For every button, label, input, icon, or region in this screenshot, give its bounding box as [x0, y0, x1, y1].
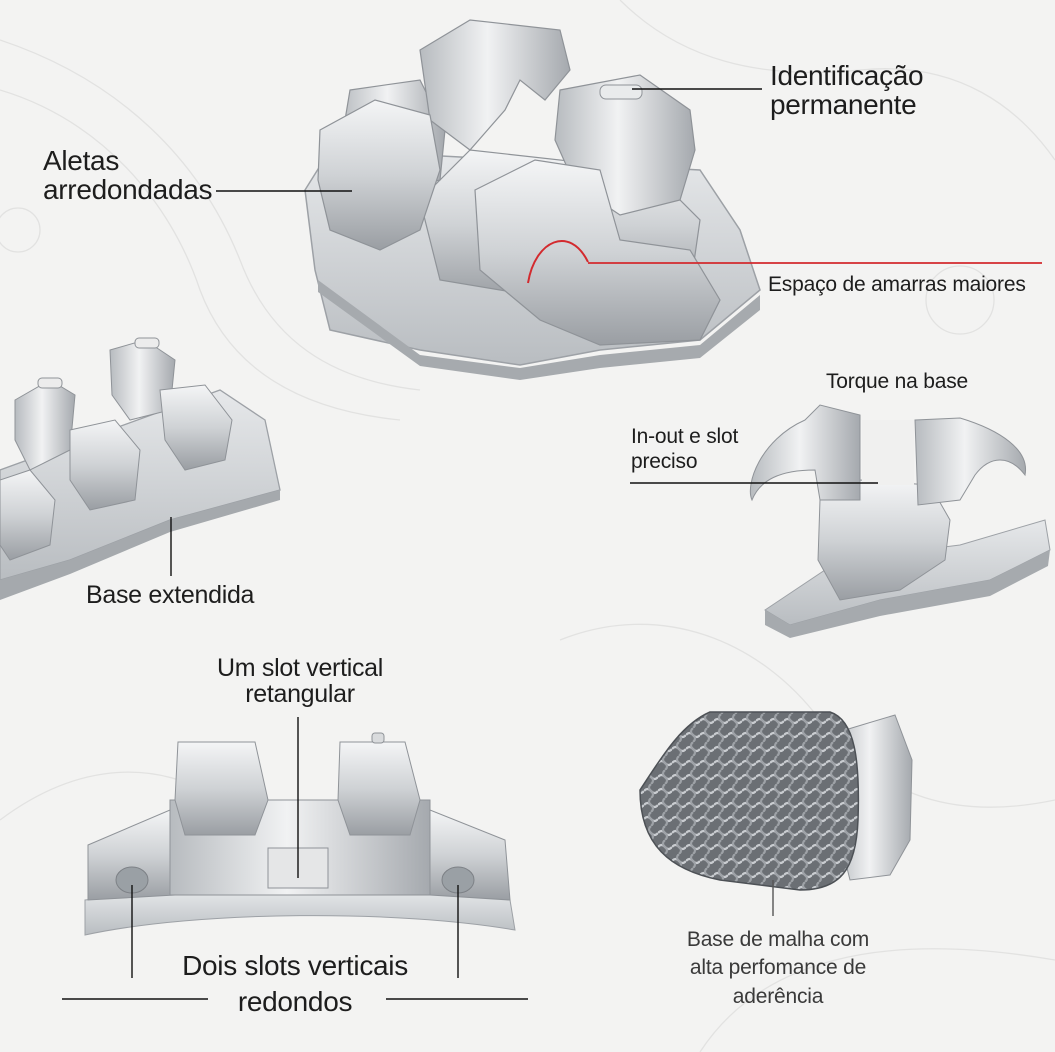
top-id-mark [599, 84, 643, 100]
right-bracket-base-lip [765, 550, 1050, 638]
bracket-side-view-icon [749, 404, 1051, 638]
right-hook-right [914, 417, 1027, 506]
left-wing-4 [69, 419, 141, 511]
top-hook-back [419, 19, 571, 151]
label-in-out-slot: In-out e slot preciso [631, 425, 739, 474]
top-wing-front-left [317, 99, 441, 251]
label-torque-na-base: Torque na base [826, 370, 968, 393]
bottom-bracket-base [84, 889, 516, 936]
leader-lines [62, 88, 878, 1000]
label-base-malha: Base de malha com alta perfomance de ade… [686, 928, 870, 1008]
bottom-tie-left [174, 741, 269, 836]
bracket-front-view-icon [304, 19, 761, 380]
bottom-tie-right [337, 741, 421, 836]
label-dois-slots: Dois slots verticais redondos [182, 950, 408, 1018]
label-espaco-amarras: Espaço de amarras maiores [768, 273, 1026, 296]
left-bracket-base-lip [0, 490, 280, 600]
left-id-mark-1 [37, 377, 63, 389]
left-wing-front [0, 469, 56, 561]
bracket-angled-view-icon [0, 337, 281, 600]
left-wing-3 [159, 384, 233, 471]
top-bracket-base-lip [318, 280, 760, 380]
bracket-mesh-base-icon [639, 711, 913, 891]
bottom-id-nub [371, 732, 385, 744]
right-slot-gap [862, 420, 914, 485]
mesh-pad [639, 711, 860, 891]
label-aletas-arredondadas: Aletas arredondadas [43, 145, 213, 206]
top-wing-front-right [474, 159, 721, 346]
left-id-mark-2 [134, 337, 160, 349]
label-identificacao-permanente: Identificação permanente [770, 60, 924, 121]
label-slot-retangular: Um slot vertical retangular [216, 654, 384, 709]
bracket-slots-view-icon [84, 732, 516, 936]
right-hook-left [749, 404, 861, 502]
top-tie-space-red-arc [527, 240, 589, 284]
label-base-extendida: Base extendida [86, 581, 255, 609]
